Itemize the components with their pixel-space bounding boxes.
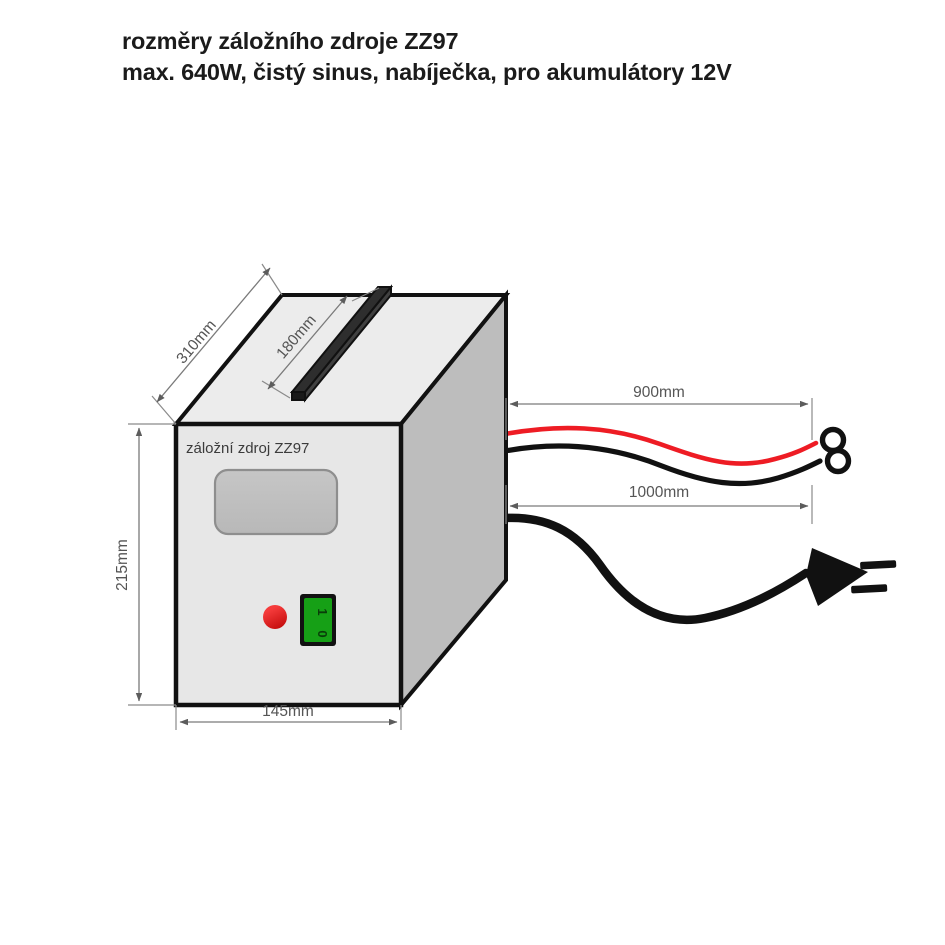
switch-on-label: 1 (315, 608, 330, 615)
ring-terminal-negative (824, 447, 852, 475)
mains-plug (806, 548, 897, 606)
dimension-depth-label: 310mm (173, 317, 219, 367)
ring-terminal-positive (819, 426, 847, 454)
document-title-block: rozměry záložního zdroje ZZ97 max. 640W,… (122, 26, 882, 87)
dimension-width: 145mm (175, 703, 402, 730)
enclosure-front-face (173, 421, 404, 708)
dimension-height-label: 215mm (114, 539, 131, 591)
cable-group (500, 425, 897, 625)
dimension-width-label: 145mm (262, 703, 314, 720)
dimension-mains-cable: 1000mm (505, 484, 813, 524)
power-switch[interactable]: 1 0 (300, 594, 336, 646)
power-led (263, 605, 287, 629)
enclosure: záložní zdroj ZZ97 1 0 (171, 284, 511, 711)
dimension-battery-lead: 900mm (505, 384, 813, 440)
switch-off-label: 0 (315, 630, 330, 637)
positive-battery-lead (502, 425, 819, 466)
dimension-mains-cable-label: 1000mm (629, 484, 689, 501)
dimension-height: 215mm (114, 423, 176, 706)
mains-cable (500, 513, 811, 625)
display-window (213, 468, 339, 536)
front-panel-label: záložní zdroj ZZ97 (186, 440, 309, 457)
dimension-battery-lead-label: 900mm (633, 384, 685, 401)
negative-battery-lead (502, 443, 823, 487)
title-line-1: rozměry záložního zdroje ZZ97 (122, 28, 459, 54)
title-line-2: max. 640W, čistý sinus, nabíječka, pro a… (122, 58, 732, 85)
